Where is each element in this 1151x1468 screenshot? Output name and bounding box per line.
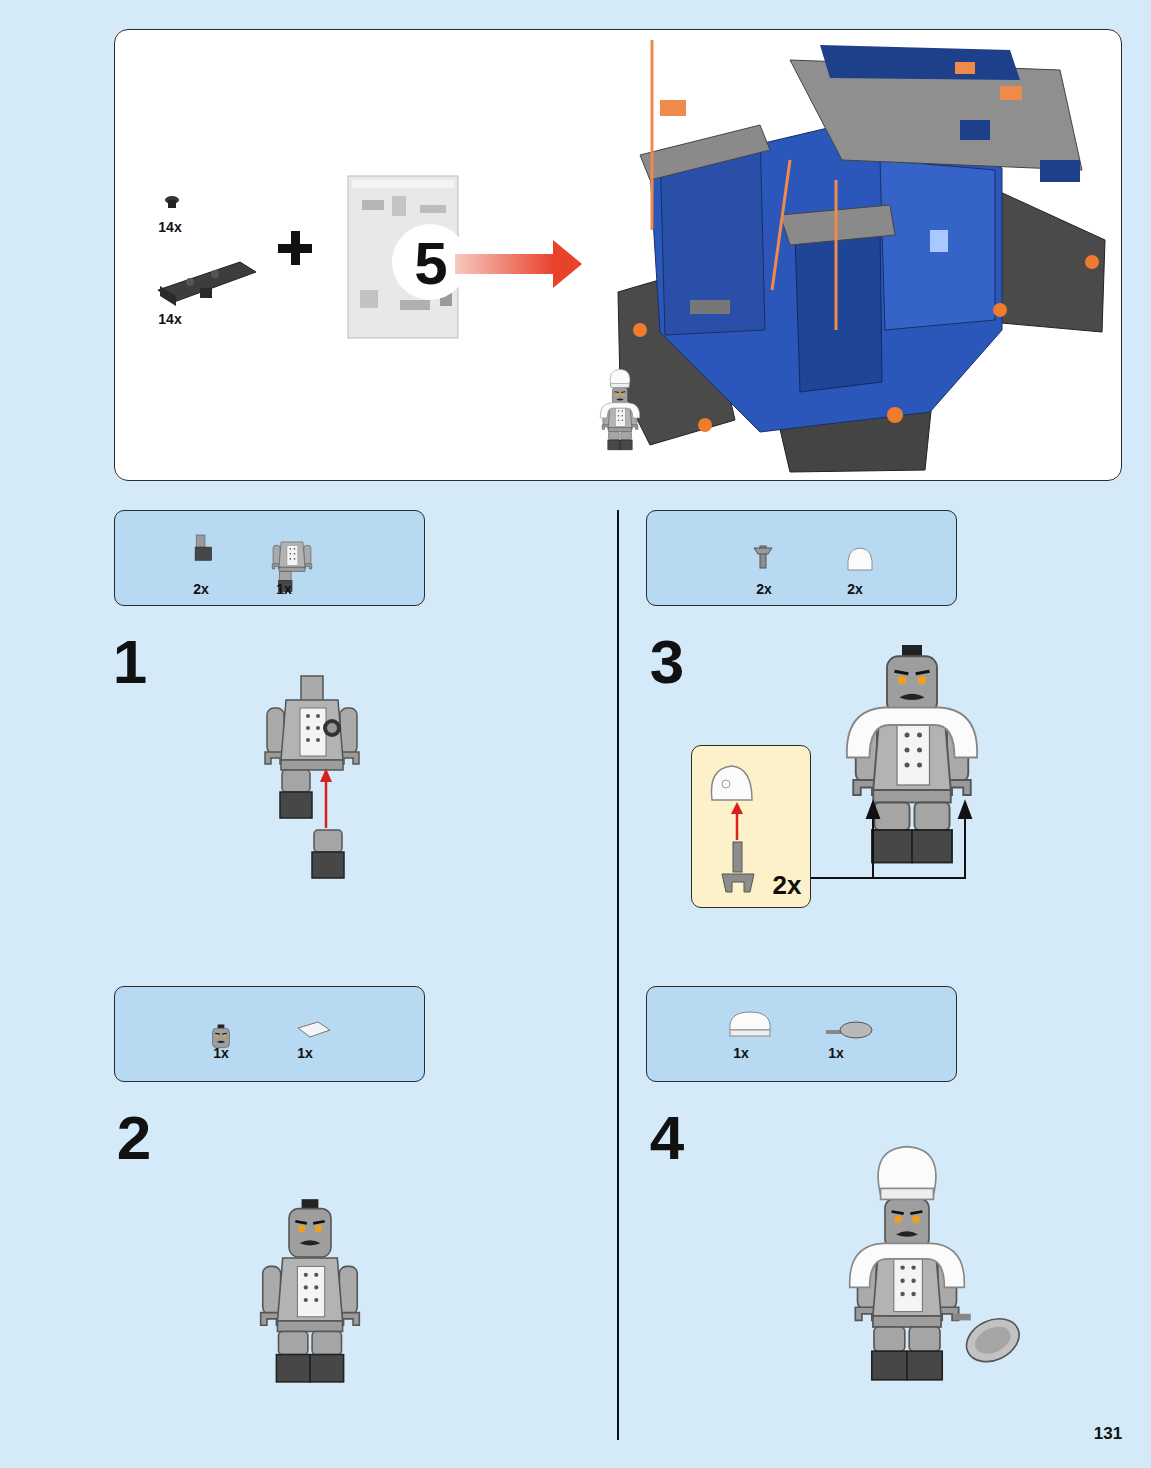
minifig-step4 [850, 1147, 1026, 1380]
step-number: 4 [650, 1107, 684, 1169]
step-number: 2 [117, 1107, 151, 1169]
track-plate [158, 262, 256, 306]
part-count: 1x [733, 1046, 749, 1060]
hat-part-icon [730, 1012, 770, 1036]
intro-panel: 14x 14x 5 [114, 29, 1122, 481]
parts-box: 2x 1x [114, 510, 425, 606]
part-count: 1x [828, 1046, 844, 1060]
part-count: 14x [158, 220, 181, 234]
callout-fill [691, 745, 811, 908]
page-number: 131 [1094, 1425, 1122, 1442]
tile-part-icon [298, 1022, 330, 1037]
parts-fill [646, 510, 957, 606]
loose-leg [312, 830, 344, 878]
part-count: 2x [773, 872, 802, 898]
claw-part-icon [754, 546, 772, 568]
red-arrow [320, 768, 332, 828]
round-piece [165, 196, 179, 208]
minifig-step3 [847, 645, 977, 863]
leg-part-icon [195, 535, 212, 560]
callout-box: 2x [691, 745, 811, 908]
head-part-icon [213, 1024, 230, 1047]
parts-fill [114, 986, 425, 1082]
callout-parts [711, 766, 754, 892]
chef-minifig-small [600, 369, 640, 450]
castle-model [618, 40, 1105, 472]
column-divider [617, 510, 619, 1440]
parts-bag [348, 176, 468, 338]
minifig-step2 [261, 1199, 360, 1382]
parts-box: 2x 2x [646, 510, 957, 606]
part-count: 2x [193, 582, 209, 596]
part-count: 2x [847, 582, 863, 596]
parts-box: 1x 1x [646, 986, 957, 1082]
plus-sign [278, 231, 312, 265]
pan-part-icon [826, 1022, 872, 1038]
callout-leaders [811, 802, 971, 878]
part-count: 1x [276, 582, 292, 596]
step-number: 1 [113, 631, 147, 693]
bag-number: 5 [414, 234, 447, 294]
parts-box: 1x 1x [114, 986, 425, 1082]
part-count: 1x [213, 1046, 229, 1060]
parts-fill [114, 510, 425, 606]
parts-fill [646, 986, 957, 1082]
part-count: 14x [158, 312, 181, 326]
minifig-step1 [265, 676, 359, 818]
part-count: 2x [756, 582, 772, 596]
red-arrow [455, 240, 582, 288]
part-count: 1x [297, 1046, 313, 1060]
pad-part-icon [848, 548, 873, 570]
step-number: 3 [650, 631, 684, 693]
panel-fill [114, 29, 1122, 481]
